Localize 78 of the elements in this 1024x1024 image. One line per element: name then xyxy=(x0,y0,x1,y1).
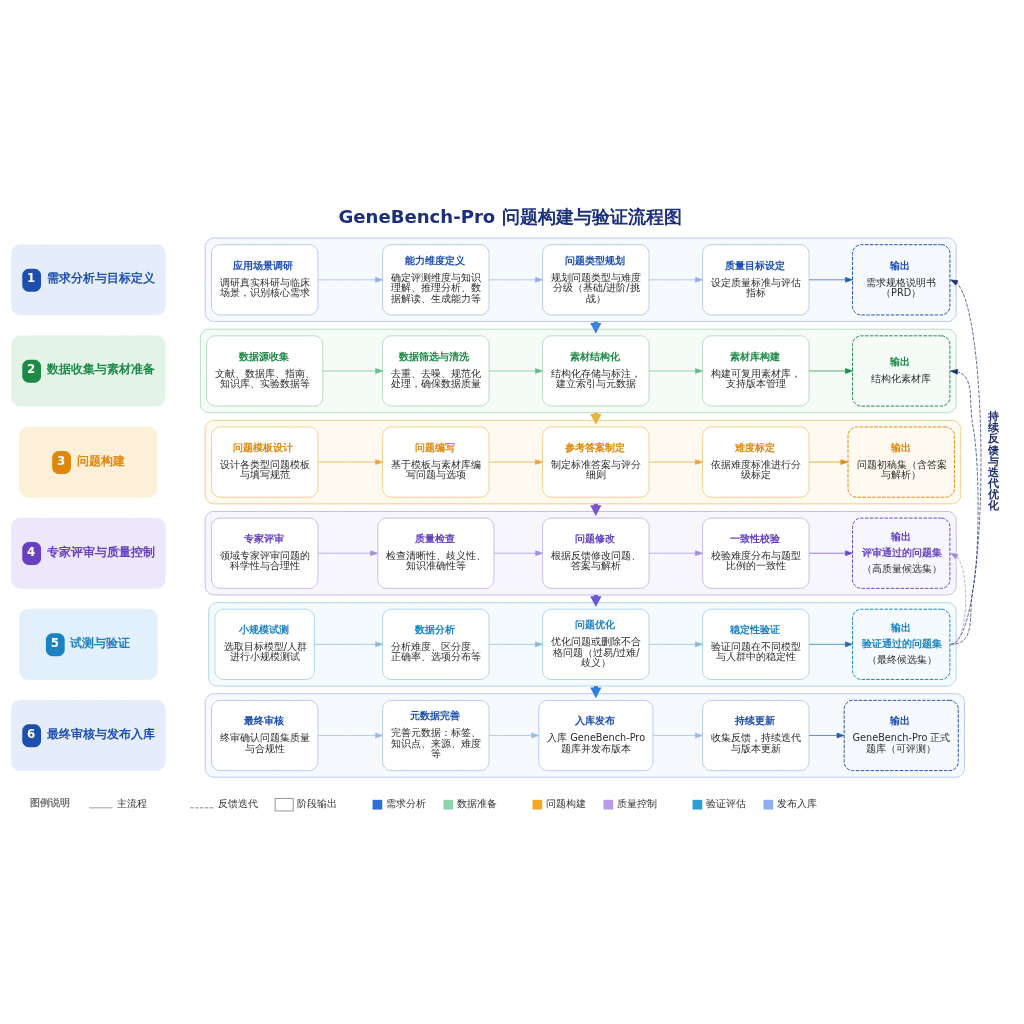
arrow xyxy=(317,732,383,739)
node-box: 问题编写 基于模板与素材库编写问题与选项 xyxy=(382,426,490,498)
arrow xyxy=(808,550,853,556)
arrow xyxy=(314,641,383,648)
node-box: 专家评审 领域专家评审问题的科学性与合理性 xyxy=(211,517,319,589)
arrow xyxy=(808,641,853,648)
arrow xyxy=(648,277,703,283)
node-box: 输出 评审通过的问题集 （高质量候选集） xyxy=(852,517,951,589)
arrow xyxy=(808,368,853,374)
node-box: 问题优化 优化问题或删除不合格问题（过易/过难/歧义） xyxy=(542,608,650,680)
node-box: 能力维度定义 确定评测维度与知识理解、推理分析、数据解读、生成能力等 xyxy=(382,244,490,316)
node-box: 输出 验证通过的问题集 （最终候选集） xyxy=(852,608,951,680)
node-box: 难度标定 依据难度标准进行分级标定 xyxy=(702,426,810,498)
arrow xyxy=(648,368,703,374)
arrow xyxy=(488,459,543,465)
legend-label: 反馈迭代 xyxy=(218,798,259,810)
arrow xyxy=(317,277,383,283)
node-box: 素材库构建 构建可复用素材库，支持版本管理 xyxy=(702,335,810,407)
node-box: 一致性校验 校验难度分布与题型比例的一致性 xyxy=(702,517,810,589)
legend-label: 需求分析 xyxy=(386,798,427,810)
node-box: 元数据完善 完善元数据：标签、知识点、来源、难度等 xyxy=(382,699,490,772)
node-box: 数据源收集 文献、数据库、指南、知识库、实验数据等 xyxy=(206,335,324,407)
arrow xyxy=(652,732,703,739)
label: 图例说明 xyxy=(29,796,70,809)
legend-label: 问题构建 xyxy=(546,798,587,810)
cluster xyxy=(204,419,962,505)
arrow xyxy=(322,368,383,374)
node-box: 问题模板设计 设计各类型问题模板与填写规范 xyxy=(211,426,319,498)
node-box: 1 需求分析与目标定义 xyxy=(11,244,166,316)
cluster xyxy=(208,602,957,687)
node-box: 输出 需求规格说明书（PRD） xyxy=(852,244,951,316)
arrow xyxy=(808,732,845,739)
diagram-title: GeneBench-Pro 问题构建与验证流程图 xyxy=(338,206,682,228)
legend-label: 质量控制 xyxy=(617,798,658,810)
node-box: 6 最终审核与发布入库 xyxy=(11,700,166,771)
legend-label: 主流程 xyxy=(116,798,147,810)
arrow xyxy=(488,732,539,739)
node-box: 最终审核 终审确认问题集质量与合规性 xyxy=(211,699,319,772)
node-box: 5 试测与验证 xyxy=(19,608,158,680)
arrow xyxy=(950,552,967,645)
arrow xyxy=(808,459,849,465)
arrow xyxy=(648,550,703,556)
node-box: 问题修改 根据反馈修改问题、答案与解析 xyxy=(542,517,650,589)
arrow xyxy=(648,459,703,465)
arrow xyxy=(493,550,543,556)
node-box: 数据分析 分析难度、区分度、正确率、选项分布等 xyxy=(382,608,490,680)
arrow xyxy=(950,279,982,645)
node-box: 入库发布 入库 GeneBench-Pro 题库并发布版本 xyxy=(538,699,654,772)
arrow xyxy=(317,459,383,465)
node-box: 稳定性验证 验证问题在不同模型与人群中的稳定性 xyxy=(702,608,810,680)
node-box: 输出 GeneBench-Pro 正式题库（可评测） xyxy=(843,699,959,772)
node-box: 质量检查 检查清晰性、歧义性、知识准确性等 xyxy=(377,517,495,589)
node-box: 2 数据收集与素材准备 xyxy=(11,335,166,407)
legend-label: 数据准备 xyxy=(457,798,498,810)
arrow xyxy=(648,641,703,648)
arrow xyxy=(488,277,543,283)
node-box: 小规模试测 选取目标模型/人群进行小规模测试 xyxy=(214,608,315,680)
arrow xyxy=(488,368,543,374)
arrow xyxy=(808,277,853,283)
node-box: 素材结构化 结构化存储与标注，建立索引与元数据 xyxy=(542,335,650,407)
node-box: 输出 结构化素材库 xyxy=(852,335,951,407)
arrow xyxy=(488,641,543,648)
legend-label: 阶段输出 xyxy=(297,798,338,810)
node-box: 问题类型规划 规划问题类型与难度分级（基础/进阶/挑战） xyxy=(542,244,650,316)
legend-label: 发布入库 xyxy=(777,798,818,810)
arrow xyxy=(950,369,979,645)
label: 持续反馈与迭代优化 xyxy=(988,410,1000,513)
node-box: 输出 问题初稿集（含答案与解析） xyxy=(847,426,955,498)
node-box: 持续更新 收集反馈，持续迭代与版本更新 xyxy=(702,699,810,772)
arrow xyxy=(317,550,378,556)
node-box: 参考答案制定 制定标准答案与评分细则 xyxy=(542,426,650,498)
node-box: 应用场景调研 调研真实科研与临床场景，识别核心需求 xyxy=(211,244,319,316)
cluster xyxy=(204,693,965,778)
legend-label: 验证评估 xyxy=(706,798,747,810)
node-box: 质量目标设定 设定质量标准与评估指标 xyxy=(702,244,810,316)
node-box: 4 专家评审与质量控制 xyxy=(11,517,166,589)
node-box: 3 问题构建 xyxy=(19,426,158,498)
node-box: 数据筛选与清洗 去重、去噪、规范化处理，确保数据质量 xyxy=(382,335,490,407)
